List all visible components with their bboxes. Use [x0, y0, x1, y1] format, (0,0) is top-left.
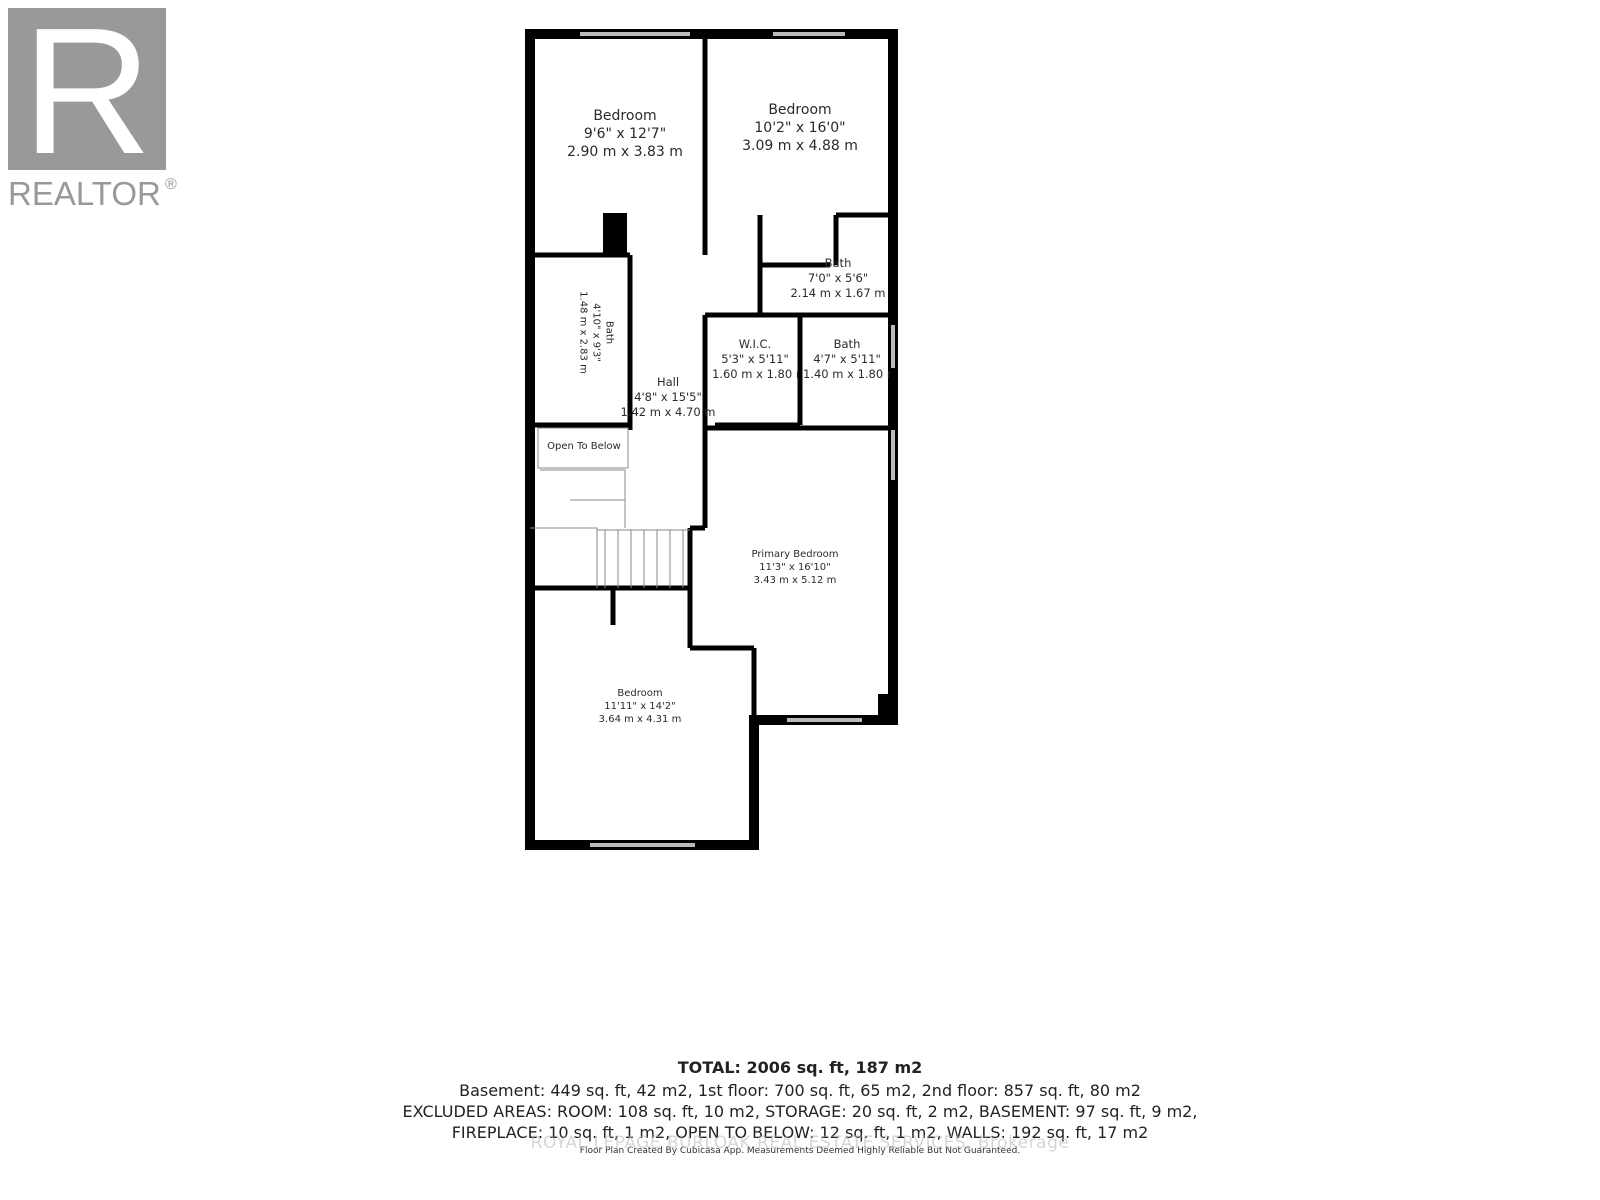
room-imperial: 4'8" x 15'5"	[634, 389, 702, 404]
room-name: W.I.C.	[738, 337, 772, 351]
room-metric: 1.40 m x 1.80 m	[803, 366, 891, 381]
room-bedroom-1: Bedroom 9'6" x 12'7" 2.90 m x 3.83 m	[560, 107, 690, 162]
room-name: Open To Below	[547, 441, 621, 452]
room-hall: Hall 4'8" x 15'5" 1.42 m x 4.70 m	[618, 375, 718, 420]
brokerage-watermark: ROYAL LEPAGE BURLOAK REAL ESTATE SERVICE…	[530, 1133, 1070, 1153]
room-name: Hall	[656, 375, 680, 389]
room-imperial: 4'10" x 9'3"	[590, 303, 602, 362]
area-summary: TOTAL: 2006 sq. ft, 187 m2 Basement: 449…	[300, 1058, 1300, 1156]
room-bath-3: Bath 4'7" x 5'11" 1.40 m x 1.80 m	[803, 337, 891, 382]
room-metric: 2.90 m x 3.83 m	[567, 144, 683, 161]
excluded-areas: EXCLUDED AREAS: ROOM: 108 sq. ft, 10 m2,…	[402, 1102, 1198, 1121]
room-name: Bath	[824, 256, 852, 270]
logo-square	[8, 8, 166, 170]
room-imperial: 4'7" x 5'11"	[813, 351, 881, 366]
room-bedroom-3: Bedroom 11'11" x 14'2" 3.64 m x 4.31 m	[580, 687, 700, 726]
room-bath-1: Bath 4'10" x 9'3" 1.48 m x 2.83 m	[577, 273, 616, 393]
room-metric: 3.64 m x 4.31 m	[598, 714, 682, 725]
room-metric: 2.14 m x 1.67 m	[790, 285, 886, 300]
room-metric: 1.60 m x 1.80 m	[712, 366, 798, 381]
logo-letter: R	[22, 8, 152, 192]
room-name: Bedroom	[593, 108, 657, 124]
structural-column	[603, 213, 627, 255]
room-open-to-below: Open To Below	[538, 440, 630, 453]
logo-wordmark: REALTOR	[8, 175, 161, 212]
room-metric: 1.48 m x 2.83 m	[577, 291, 589, 374]
room-imperial: 11'3" x 16'10"	[759, 562, 831, 573]
disclaimer-note: Floor Plan Created By Cubicasa App. Meas…	[579, 1146, 1021, 1156]
room-imperial: 10'2" x 16'0"	[754, 120, 846, 137]
room-metric: 3.09 m x 4.88 m	[742, 138, 858, 155]
room-name: Bedroom	[617, 688, 663, 699]
room-metric: 3.43 m x 5.12 m	[753, 575, 837, 586]
room-imperial: 7'0" x 5'6"	[807, 270, 869, 285]
excluded-areas-cont: FIREPLACE: 10 sq. ft, 1 m2, OPEN TO BELO…	[451, 1123, 1149, 1142]
room-bedroom-2: Bedroom 10'2" x 16'0" 3.09 m x 4.88 m	[735, 101, 865, 156]
room-name: Bath	[603, 320, 615, 345]
room-imperial: 5'3" x 5'11"	[721, 351, 789, 366]
total-area: TOTAL: 2006 sq. ft, 187 m2	[677, 1058, 923, 1077]
windows	[580, 32, 895, 847]
realtor-logo: R REALTOR ®	[8, 8, 177, 212]
room-name: Bath	[833, 337, 861, 351]
room-primary-bedroom: Primary Bedroom 11'3" x 16'10" 3.43 m x …	[725, 548, 865, 587]
floor-areas: Basement: 449 sq. ft, 42 m2, 1st floor: …	[459, 1081, 1141, 1100]
room-imperial: 9'6" x 12'7"	[583, 126, 667, 143]
room-name: Bedroom	[768, 102, 832, 118]
room-name: Primary Bedroom	[751, 549, 839, 560]
room-bath-2: Bath 7'0" x 5'6" 2.14 m x 1.67 m	[778, 256, 898, 301]
room-imperial: 11'11" x 14'2"	[604, 701, 676, 712]
room-metric: 1.42 m x 4.70 m	[620, 404, 716, 419]
structural-column	[878, 694, 893, 720]
logo-registered-mark: ®	[165, 176, 177, 193]
room-wic: W.I.C. 5'3" x 5'11" 1.60 m x 1.80 m	[712, 337, 798, 382]
stairs	[530, 427, 690, 588]
